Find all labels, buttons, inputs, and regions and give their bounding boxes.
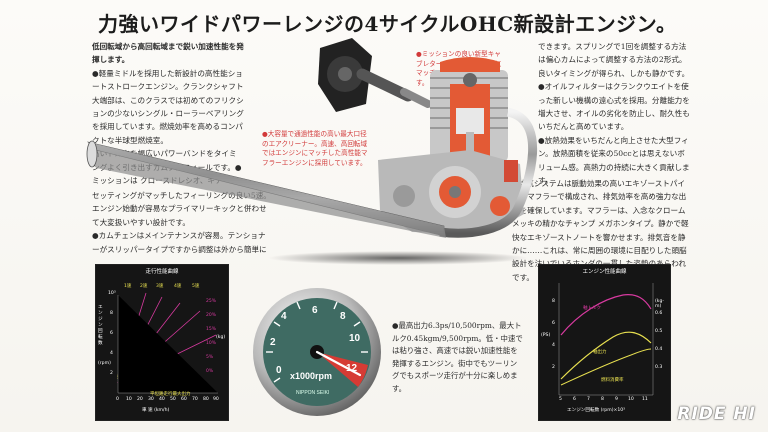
grade-label-25: 25%: [206, 299, 217, 304]
torque-curve: [560, 331, 652, 380]
tachometer-needle: [315, 350, 362, 377]
cam-paragraph: 高いトルクを幅広いパワーバンドをタイミングよく引き出すカムプロフィールです。●ミ…: [92, 149, 242, 186]
grade-label-0: 0%: [206, 369, 214, 374]
air-cleaner-note: ●大容量で通過性能の高い最大口径のエアクリーナー。高速、高回転域ではエンジンにマ…: [262, 130, 368, 167]
x-axis-label: エンジン回転数 (rpm)×10³: [567, 408, 626, 413]
tach-tick-8: 8: [340, 311, 346, 322]
gauge-caption: ●最高出力6.3ps/10,500rpm、最大トルク0.45kgm/9,500r…: [392, 321, 523, 393]
grade-label-20: 20%: [206, 313, 217, 318]
left-unit: (PS): [541, 333, 551, 338]
tach-tick-2: 2: [270, 337, 276, 348]
tachometer-dial: [253, 288, 381, 416]
ridehi-watermark: RIDE HI: [677, 404, 756, 424]
tach-tick-12: 12: [346, 363, 358, 374]
x-tick-6: 60: [181, 397, 187, 402]
tach-brand: NIPPON SEIKI: [296, 390, 330, 396]
running-performance-chart: 走行性能曲線 エンジン回転数 (rpm) 10³ 8 6 4 2 1速 2速 3…: [95, 264, 229, 421]
x-tick-2: 20: [137, 397, 143, 402]
engine-shadow: [268, 251, 528, 265]
fuel-curve: [560, 348, 652, 386]
left-text-column: 低回転域から高回転域まで鋭い加速性能を発揮します。 ●軽量ミドルを採用した新設計…: [92, 40, 244, 187]
fin-paragraph: ●放熱効果をいちだんと向上させた大型フィン。放熱面積を従来の50ccとは思えない…: [538, 135, 690, 186]
x-tick-11: 11: [642, 397, 648, 402]
gear-label-5: 5速: [192, 284, 200, 289]
left-text-lower: セッティングがマッチしたフィーリングの良い5速。エンジン始動が容易なプライマリー…: [92, 189, 272, 256]
power-curve: [560, 294, 652, 336]
lead-paragraph: 低回転域から高回転域まで鋭い加速性能を発揮します。: [92, 42, 244, 65]
x-tick-7: 7: [587, 397, 590, 402]
tach-tick-4: 4: [281, 311, 287, 322]
x-tick-9: 90: [213, 397, 219, 402]
y-right-tick-3: 0.3: [655, 365, 663, 370]
tach-unit: x1000rpm: [290, 371, 333, 381]
x-axis-label: 車 速 (km/h): [142, 408, 170, 413]
oil-filter-paragraph: ●オイルフィルターはクランクウエイトを使った新しい機構の遠心式を採用。分離能力を…: [538, 82, 690, 132]
x-tick-6: 6: [573, 397, 576, 402]
running-performance-plot: [117, 292, 218, 394]
exhaust-paragraph: ●排気システムは脈動効果の高いエキゾーストパイプとマフラーで構成され、排気効率を…: [512, 179, 689, 282]
y-right-tick-1: 0.5: [655, 329, 663, 334]
transmission-paragraph: セッティングがマッチしたフィーリングの良い5速。エンジン始動が容易なプライマリー…: [92, 191, 271, 227]
engine-paragraph: ●軽量ミドルを採用した新設計の高性能ショートストロークエンジン。クランクシャフト…: [92, 68, 244, 145]
tachometer-gauge: 0 2 4 6 8 10 12 x1000rpm NIPPON SEIKI: [252, 287, 382, 417]
y-tick-0: 10³: [108, 291, 116, 296]
y-left-tick-4: 4: [552, 343, 555, 348]
x-tick-7: 70: [192, 397, 198, 402]
gear-label-3: 3速: [156, 284, 164, 289]
x-tick-5: 5: [559, 397, 562, 402]
x-tick-5: 50: [170, 397, 176, 402]
y-tick-3: 4: [110, 351, 113, 356]
x-tick-0: 0: [116, 397, 119, 402]
camchain-paragraph: ●カムチェンはメインテナンスが容易。テンショナーがスリッパータイプですから調整は…: [92, 231, 267, 254]
y-right-tick-2: 0.4: [655, 347, 663, 352]
x-tick-8: 80: [203, 397, 209, 402]
spring-paragraph: できます。スプリングで1回を調整する方法は偏心カムによって調整する方法の2形式。…: [538, 42, 690, 78]
tach-tick-6: 6: [312, 305, 318, 316]
engine-performance-plot: [558, 283, 654, 396]
gear-label-2: 2速: [140, 284, 148, 289]
right-text-column: できます。スプリングで1回を調整する方法は偏心カムによって調整する方法の2形式。…: [538, 40, 690, 187]
y-right-tick-0: 0.6: [655, 311, 663, 316]
torque-series-label: 軸出力: [593, 350, 607, 355]
y-axis-title: エンジン回転数: [98, 305, 103, 346]
x-tick-3: 30: [148, 397, 154, 402]
headline: 力強いワイドパワーレンジの4サイクルOHC新設計エンジン。: [98, 12, 677, 36]
fuel-series-label: 燃料消費率: [601, 378, 624, 383]
right-unit: (kg-m): [655, 299, 665, 309]
gear-label-1: 1速: [124, 284, 132, 289]
x-tick-9: 9: [615, 397, 618, 402]
y-tick-1: 8: [110, 311, 113, 316]
power-series-label: 軸トルク: [583, 306, 601, 311]
y-tick-2: 6: [110, 331, 113, 336]
gear-label-4: 4速: [174, 284, 182, 289]
grade-label-10: 10%: [206, 341, 217, 346]
chart-title: 走行性能曲線: [145, 269, 179, 275]
grade-label-15: 15%: [206, 327, 217, 332]
x-tick-8: 8: [601, 397, 604, 402]
carburetor-note: ●ミッションの良い新型キャブレター、高性能エンジンにマッチングする大径18φです…: [416, 50, 502, 87]
y-axis-unit: (rpm): [98, 361, 111, 366]
y-tick-4: 2: [110, 371, 113, 376]
right-unit: (kg): [216, 335, 226, 340]
flat-road-legend: 平坦路走行最大出力: [150, 392, 191, 397]
grade-label-5: 5%: [206, 355, 214, 360]
air-cleaner-icon: [318, 38, 372, 112]
engine-performance-chart: エンジン性能曲線 軸トルク 軸出力 燃料消費率 (PS) (kg-m) 8 6 …: [538, 264, 671, 421]
y-left-tick-8: 8: [552, 299, 555, 304]
x-tick-4: 40: [159, 397, 165, 402]
tach-tick-0: 0: [276, 365, 282, 376]
tach-tick-10: 10: [349, 333, 361, 344]
crankcase-icon: [378, 150, 524, 234]
x-tick-1: 10: [126, 397, 132, 402]
right-text-lower: ●排気システムは脈動効果の高いエキゾーストパイプとマフラーで構成され、排気効率を…: [512, 177, 690, 284]
y-left-tick-2: 2: [552, 365, 555, 370]
chart-title: エンジン性能曲線: [582, 269, 627, 275]
y-left-tick-6: 6: [552, 321, 555, 326]
x-tick-10: 10: [628, 397, 634, 402]
